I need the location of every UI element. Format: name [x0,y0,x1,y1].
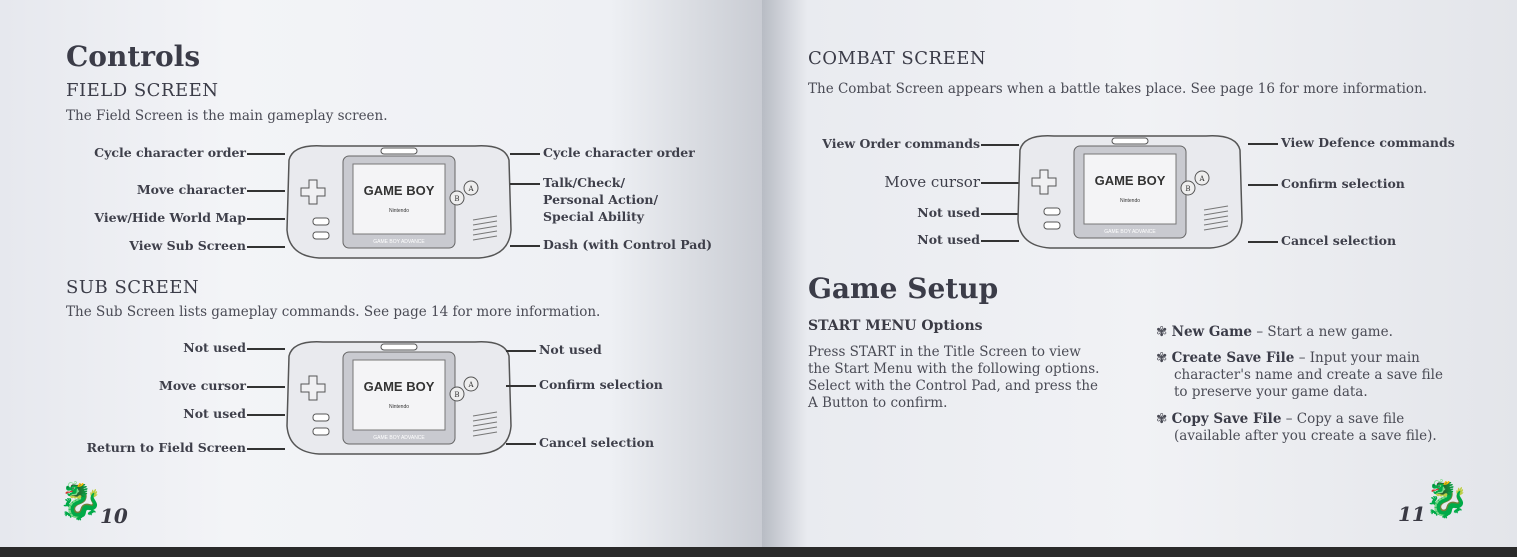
option-copy-save: ✾ Copy Save File – Copy a save file (ava… [1156,411,1456,445]
field-screen-heading: FIELD SCREEN [66,80,219,101]
label: Cycle character order [510,145,695,160]
label: Not used [183,406,285,421]
svg-text:A: A [1198,175,1205,183]
desc-line: the Start Menu with the following option… [808,361,1100,377]
svg-text:A: A [467,185,474,193]
page-number: 11 [1398,502,1426,526]
dragon-logo-icon: 🐉 [1424,479,1469,520]
combat-screen-heading: COMBAT SCREEN [808,48,987,69]
label: View/Hide World Map [94,210,285,225]
dragon-logo-icon: 🐉 [58,481,103,522]
label: Not used [183,340,285,355]
svg-text:GAME BOY: GAME BOY [1095,173,1166,188]
label: Cancel selection [1248,233,1396,248]
label: Confirm selection [1248,176,1405,191]
label: Not used [917,232,1019,247]
label: Not used [506,342,602,357]
desc-line: A Button to confirm. [808,395,948,411]
left-page: Controls FIELD SCREEN The Field Screen i… [0,0,762,547]
svg-text:B: B [1185,185,1190,193]
svg-text:B: B [454,391,459,399]
gba-console-icon: GAME BOY Nintendo GAME BOY ADVANCE A B [286,145,512,259]
svg-text:Nintendo: Nintendo [389,404,409,410]
label: Dash (with Control Pad) [510,237,712,252]
start-menu-desc: Press START in the Title Screen to view … [808,344,1099,412]
gba-console-icon: GAME BOY Nintendo GAME BOY ADVANCE A B [286,341,512,455]
label: Talk/Check/ [510,175,625,190]
svg-text:GAME BOY ADVANCE: GAME BOY ADVANCE [1104,229,1156,235]
bullet-icon: ✾ [1156,350,1168,366]
svg-text:Nintendo: Nintendo [389,208,409,214]
combat-screen-desc: The Combat Screen appears when a battle … [808,81,1428,97]
label: Move cursor [884,173,1019,191]
desc-line: Press START in the Title Screen to view [808,344,1081,360]
sub-screen-desc: The Sub Screen lists gameplay commands. … [66,304,601,320]
svg-text:GAME BOY: GAME BOY [364,183,435,198]
bullet-icon: ✾ [1156,324,1168,340]
label: Special Ability [543,209,645,224]
sub-screen-heading: SUB SCREEN [66,277,200,298]
label: Confirm selection [506,377,663,392]
page-title: Controls [66,40,201,73]
option-name: New Game [1171,324,1253,340]
svg-text:B: B [454,195,459,203]
page-number: 10 [100,504,128,528]
option-text: – Start a new game. [1256,324,1393,340]
label: Return to Field Screen [87,440,285,455]
gba-diagram: GAME BOY Nintendo GAME BOY ADVANCE A B [283,336,515,458]
label: View Sub Screen [129,238,285,253]
label: Move cursor [159,378,285,393]
option-new-game: ✾ New Game – Start a new game. [1156,324,1456,341]
field-screen-desc: The Field Screen is the main gameplay sc… [66,108,388,124]
gba-diagram: GAME BOY Nintendo GAME BOY ADVANCE A B [283,140,515,262]
svg-text:Nintendo: Nintendo [1120,198,1140,204]
gba-console-icon: GAME BOY Nintendo GAME BOY ADVANCE A B [1017,135,1243,249]
desc-line: Select with the Control Pad, and press t… [808,378,1099,394]
option-name: Copy Save File [1171,411,1282,427]
svg-text:GAME BOY ADVANCE: GAME BOY ADVANCE [373,239,425,245]
svg-text:GAME BOY ADVANCE: GAME BOY ADVANCE [373,435,425,441]
game-setup-title: Game Setup [808,272,999,305]
label: View Defence commands [1248,135,1455,150]
label: Cancel selection [506,435,654,450]
label: Move character [137,182,285,197]
label: View Order commands [822,136,1019,151]
label: Personal Action/ [543,192,659,207]
label: Not used [917,205,1019,220]
label: Cycle character order [94,145,285,160]
right-page: COMBAT SCREEN The Combat Screen appears … [762,0,1517,547]
bullet-icon: ✾ [1156,411,1168,427]
option-text: – Input your main character's name and c… [1174,350,1443,400]
start-menu-heading: START MENU Options [808,318,983,334]
svg-text:A: A [467,381,474,389]
option-text: – Copy a save file (available after you … [1174,411,1437,444]
svg-text:GAME BOY: GAME BOY [364,379,435,394]
option-create-save: ✾ Create Save File – Input your main cha… [1156,350,1456,401]
gba-diagram: GAME BOY Nintendo GAME BOY ADVANCE A B [1014,130,1246,252]
option-name: Create Save File [1171,350,1295,366]
